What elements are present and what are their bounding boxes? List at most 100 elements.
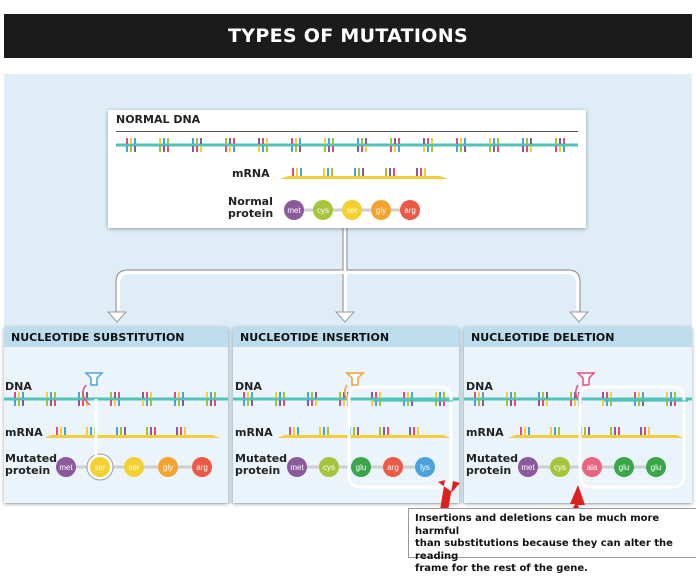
title-bar: TYPES OF MUTATIONS — [4, 14, 692, 58]
base-tick — [460, 146, 462, 152]
amino-label: arg — [404, 206, 416, 215]
base-tick — [262, 138, 264, 144]
insertion-dna-label: DNA — [235, 380, 262, 393]
codon-tick — [362, 168, 364, 176]
base-tick — [14, 400, 16, 406]
base-tick — [114, 400, 116, 406]
base-tick — [299, 138, 301, 144]
base-tick — [574, 400, 576, 406]
base-tick — [150, 400, 152, 406]
base-tick — [674, 392, 676, 398]
base-tick — [407, 400, 409, 406]
codon-tick — [413, 427, 415, 435]
amino-label: gly — [163, 463, 173, 472]
base-tick — [506, 400, 508, 406]
substitution-dna-strand — [4, 392, 228, 406]
base-tick — [86, 392, 88, 398]
base-tick — [435, 392, 437, 398]
base-tick — [482, 400, 484, 406]
base-tick — [328, 138, 330, 144]
base-tick — [328, 146, 330, 152]
base-tick — [610, 392, 612, 398]
codon-tick — [120, 427, 122, 435]
base-tick — [538, 400, 540, 406]
base-tick — [403, 392, 405, 398]
base-tick — [371, 400, 373, 406]
codon-tick — [354, 168, 356, 176]
base-tick — [464, 138, 466, 144]
amino-acid-met — [518, 457, 538, 477]
base-tick — [357, 138, 359, 144]
base-tick — [522, 138, 524, 144]
amino-label: lys — [420, 463, 430, 472]
insertion-dna-backbone — [233, 397, 459, 401]
amino-label: ala — [587, 463, 598, 472]
codon-tick — [289, 427, 291, 435]
base-tick — [295, 138, 297, 144]
base-tick — [489, 146, 491, 152]
deletion-protein-label-1: Mutated — [466, 452, 519, 465]
base-tick — [196, 146, 198, 152]
codon-tick — [323, 168, 325, 176]
base-tick — [493, 146, 495, 152]
codon-tick — [389, 168, 391, 176]
normal-protein-label-1: Normal — [228, 195, 273, 208]
normal-dna-strand — [116, 138, 578, 152]
amino-acid-ala — [582, 457, 602, 477]
note-box: Insertions and deletions can be much mor… — [408, 508, 696, 574]
base-tick — [200, 138, 202, 144]
base-tick — [258, 146, 260, 152]
amino-label: met — [521, 463, 535, 472]
amino-label: met — [59, 463, 73, 472]
amino-acid-glu — [351, 457, 371, 477]
codon-tick — [417, 427, 419, 435]
base-tick — [283, 392, 285, 398]
amino-acid-gly — [371, 200, 391, 220]
base-tick — [192, 146, 194, 152]
codon-tick — [379, 427, 381, 435]
normal-mrna-label: mRNA — [232, 167, 270, 180]
base-tick — [497, 138, 499, 144]
base-tick — [514, 392, 516, 398]
base-tick — [146, 400, 148, 406]
base-tick — [407, 392, 409, 398]
substitution-protein-label-2: protein — [5, 464, 51, 477]
base-tick — [146, 392, 148, 398]
base-tick — [403, 400, 405, 406]
amino-label: cys — [317, 206, 329, 215]
base-tick — [114, 392, 116, 398]
base-tick — [478, 392, 480, 398]
note-line-3: frame for the rest of the gene. — [415, 563, 588, 574]
amino-acid-ser — [342, 200, 362, 220]
codon-tick — [90, 427, 92, 435]
base-tick — [130, 138, 132, 144]
base-tick — [522, 146, 524, 152]
base-tick — [130, 146, 132, 152]
base-tick — [357, 146, 359, 152]
base-tick — [390, 138, 392, 144]
codon-tick — [116, 427, 118, 435]
base-tick — [634, 400, 636, 406]
insertion-protein-label: Mutated protein — [235, 453, 287, 477]
base-tick — [427, 146, 429, 152]
base-tick — [460, 138, 462, 144]
base-tick — [243, 392, 245, 398]
note-line-2: than substitutions because they can alte… — [415, 538, 673, 562]
base-tick — [642, 392, 644, 398]
base-tick — [456, 146, 458, 152]
insertion-mrna-backbone — [277, 435, 451, 438]
amino-acid-cys — [319, 457, 339, 477]
base-tick — [570, 400, 572, 406]
amino-label: glu — [619, 463, 630, 472]
base-tick — [251, 400, 253, 406]
base-tick — [464, 146, 466, 152]
base-tick — [324, 138, 326, 144]
amino-acid-arg — [192, 457, 212, 477]
base-tick — [22, 392, 24, 398]
base-tick — [666, 392, 668, 398]
amino-label: met — [287, 206, 301, 215]
substitution-swap-arrow — [82, 384, 91, 406]
